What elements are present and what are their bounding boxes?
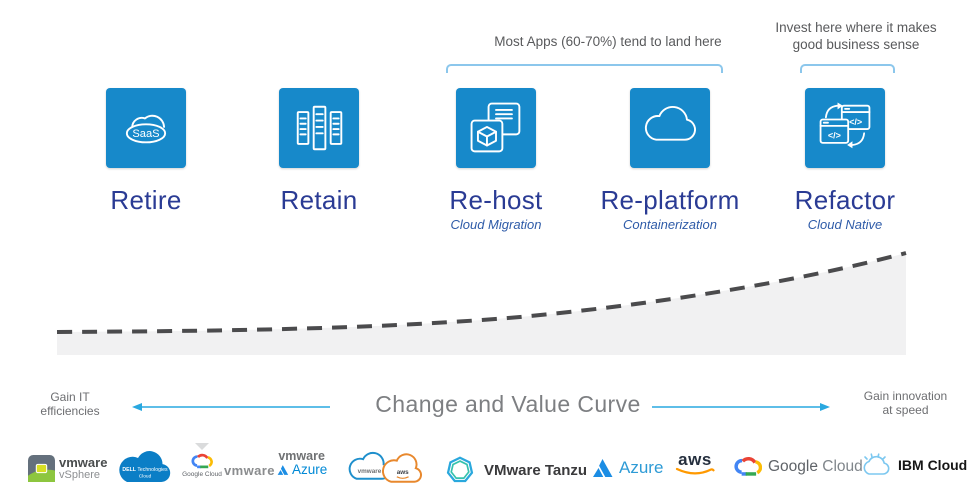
azure-text: Azure — [619, 458, 664, 477]
google-cloud-text: Cloud — [822, 458, 863, 475]
tile-refactor: </> </> — [805, 88, 885, 168]
vmware-wordmark-text: vmware — [224, 463, 275, 478]
vmc-vmware-text: vmware — [358, 468, 382, 475]
google-text: Google — [768, 458, 818, 475]
google-cloud-icon — [734, 457, 762, 476]
curve-dashed-line — [56, 251, 907, 334]
google-cloud-small-text: Google Cloud — [182, 471, 222, 478]
logo-dell-technologies-cloud: DELL Technologies Cloud — [112, 448, 178, 490]
dell-cloud-text: Cloud — [139, 474, 152, 480]
strategy-retire: SaaS Retire — [46, 88, 246, 213]
code-windows-icon: </> </> — [819, 102, 871, 149]
curve-fill — [57, 253, 906, 355]
logo-aws: aws — [675, 450, 715, 477]
svg-text:DELL Technologies: DELL Technologies — [122, 467, 168, 473]
bracket-invest — [800, 64, 895, 73]
saas-cloud-icon: SaaS — [125, 114, 167, 144]
vm-cube-icon — [470, 102, 521, 153]
saas-label: SaaS — [132, 128, 159, 140]
logo-vmware-cloud-on-aws: vmware aws — [345, 449, 433, 489]
strategy-label-retire: Retire — [110, 185, 182, 215]
azure-icon — [593, 459, 613, 477]
ibm-cloud-text: Cloud — [927, 457, 968, 473]
value-curve — [56, 251, 907, 355]
tile-retain — [279, 88, 359, 168]
strategy-replatform: Re-platform Containerization — [570, 88, 770, 232]
strategy-subtitle-refactor: Cloud Native — [807, 217, 883, 232]
tanzu-heptagon-icon — [446, 456, 474, 483]
azure-vmware-bottom-text: Azure — [292, 462, 328, 477]
annotation-invest: Invest here where it makes good business… — [775, 19, 936, 53]
curve-title: Change and Value Curve — [375, 391, 641, 417]
logo-vmware-tanzu: VMware Tanzu — [444, 454, 587, 486]
axis-right-line2: at speed — [882, 403, 929, 417]
cloud-icon — [644, 106, 696, 141]
strategy-refactor: </> </> Refactor Cloud Native — [745, 88, 945, 232]
annotation-most-apps: Most Apps (60-70%) tend to land here — [494, 34, 722, 49]
axis-label-left: Gain IT efficiencies — [30, 390, 110, 418]
logo-vmware-vsphere: vmware vSphere — [28, 455, 107, 482]
azure-vmware-top-text: vmware — [278, 449, 325, 463]
vsphere-icon — [28, 455, 55, 482]
strategy-label-rehost: Re-host — [449, 185, 543, 215]
strategy-label-replatform: Re-platform — [600, 185, 740, 215]
ibm-cloud-icon — [863, 453, 890, 475]
axis-right-line1: Gain innovation — [863, 389, 948, 403]
logo-google-cloud-small: Google Cloud — [181, 443, 223, 478]
tile-rehost — [456, 88, 536, 168]
logo-azure-vmware: vmware Azure — [276, 449, 327, 477]
tanzu-text: VMware Tanzu — [484, 461, 588, 479]
bracket-most-apps — [446, 64, 723, 73]
vsphere-brand-text: vmware — [59, 454, 108, 470]
vsphere-product-text: vSphere — [59, 468, 100, 481]
azure-icon-small — [277, 465, 289, 475]
axis-left-line2: efficiencies — [40, 404, 100, 418]
vmc-aws-clouds-icon: vmware aws — [348, 451, 422, 483]
strategy-rehost: Re-host Cloud Migration — [396, 88, 596, 232]
axis-left-line1: Gain IT — [50, 390, 90, 404]
vmc-aws-text: aws — [397, 469, 409, 476]
code-glyph-front: </> — [849, 117, 862, 127]
strategy-label-retain: Retain — [280, 185, 358, 215]
tile-replatform — [630, 88, 710, 168]
logo-azure: Azure — [590, 457, 663, 479]
tile-retire: SaaS — [106, 88, 186, 168]
dell-cloud-icon: DELL Technologies Cloud — [119, 451, 171, 483]
strategy-subtitle-replatform: Containerization — [623, 217, 717, 232]
right-arrow-icon — [652, 403, 830, 411]
left-arrow-icon — [132, 403, 330, 411]
logo-ibm-cloud: IBM Cloud — [860, 452, 967, 478]
annotation-invest-line2: good business sense — [792, 37, 920, 52]
axis-label-right: Gain innovation at speed — [858, 389, 953, 417]
strategy-retain: Retain — [219, 88, 419, 213]
logo-google-cloud: Google Cloud — [734, 456, 863, 478]
server-racks-icon — [296, 105, 343, 151]
code-glyph-back: </> — [828, 131, 841, 141]
dell-suffix-text: Technologies — [137, 467, 168, 473]
google-cloud-icon-small — [191, 453, 213, 469]
dell-brand-text: DELL — [122, 467, 136, 473]
logo-vmware: vmware — [224, 463, 275, 478]
ibm-text: IBM — [898, 457, 924, 473]
triangle-marker-icon — [195, 443, 209, 450]
aws-swoosh-icon — [675, 467, 715, 475]
strategy-subtitle-rehost: Cloud Migration — [450, 217, 542, 232]
strategy-label-refactor: Refactor — [794, 185, 896, 215]
annotation-invest-line1: Invest here where it makes — [775, 20, 937, 35]
aws-text: aws — [678, 450, 712, 469]
